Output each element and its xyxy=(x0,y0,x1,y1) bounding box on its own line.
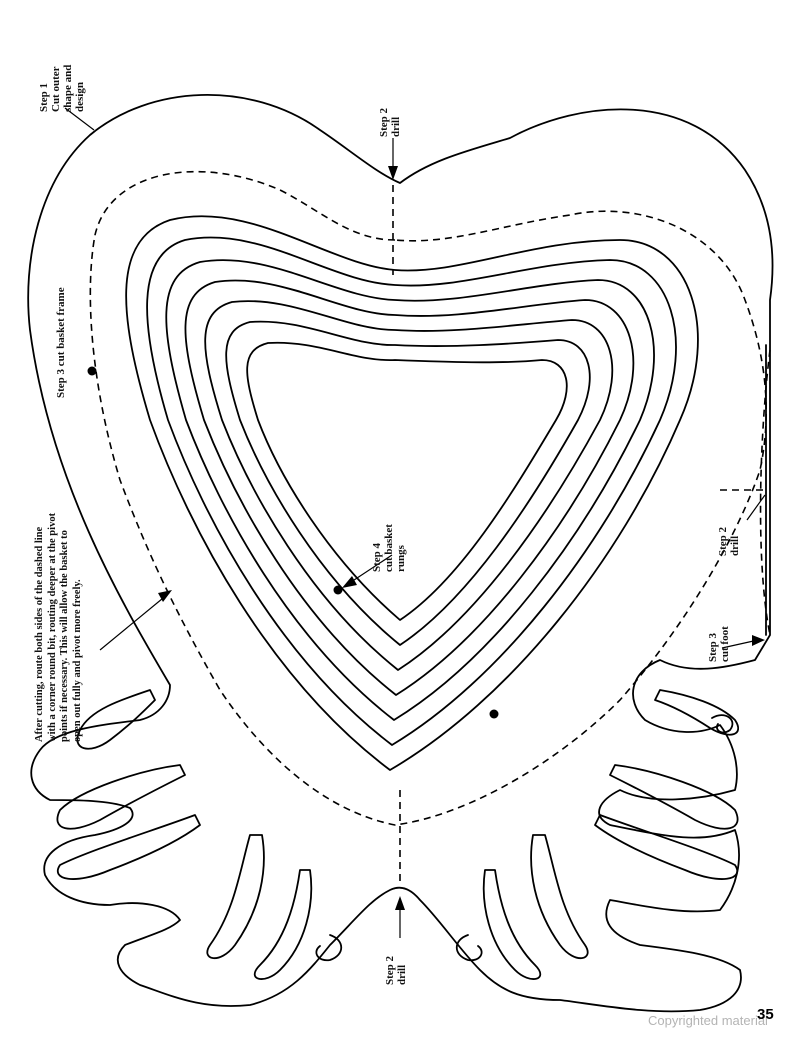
step1-leader xyxy=(64,107,95,131)
left-scroll-cutouts xyxy=(56,689,343,980)
right-scroll-cut xyxy=(609,764,739,830)
right-scroll-cutouts xyxy=(455,689,740,980)
left-scroll-cut xyxy=(56,764,186,830)
right-scroll-cut xyxy=(530,834,589,960)
copyright-watermark: Copyrighted material xyxy=(648,1013,768,1028)
left-scroll-cut xyxy=(253,869,313,980)
rung-end-dot xyxy=(489,709,499,719)
basket-rungs xyxy=(125,215,699,771)
left-scroll-cut xyxy=(76,689,156,750)
frame-start-dot xyxy=(87,366,97,376)
outer-cut-line xyxy=(27,94,774,1013)
routing-note-arrow xyxy=(99,593,169,651)
step2-top-label: Step 2 drill xyxy=(378,107,402,137)
step4-arrow xyxy=(347,554,393,585)
step3-foot-label: Step 3 cut foot xyxy=(707,626,731,662)
right-scroll-cut xyxy=(594,814,738,880)
rung-3 xyxy=(165,259,655,721)
basket-frame-dashed-line xyxy=(89,170,768,826)
step2-right-arrow xyxy=(746,494,766,521)
page-number: 35 xyxy=(757,1006,774,1023)
routing-note: After cutting, route both sides of the d… xyxy=(34,512,83,742)
step3-frame-label: Step 3 cut basket frame xyxy=(55,287,67,398)
step4-label: Step 4 cut basket rungs xyxy=(371,524,407,572)
right-scroll-curl xyxy=(711,714,734,734)
step1-label: Step 1 Cut outer shape and design xyxy=(38,64,86,112)
step2-right-label: Step 2 drill xyxy=(717,526,741,556)
rung-4 xyxy=(184,279,635,696)
rung-7 xyxy=(246,341,568,621)
rung-2 xyxy=(146,236,677,746)
rung-6 xyxy=(225,320,591,646)
right-scroll-cut xyxy=(654,689,740,736)
routing-note-arrowhead xyxy=(158,590,172,602)
leader-lines xyxy=(64,107,766,938)
left-scroll-curl xyxy=(315,934,343,962)
step2-bottom-arrowhead xyxy=(395,896,405,910)
right-scroll-curl xyxy=(455,934,483,962)
rung-start-dot xyxy=(333,585,343,595)
rung-5 xyxy=(204,300,614,671)
rung-1 xyxy=(125,215,699,771)
right-scroll-cut xyxy=(482,869,542,980)
step2-bottom-label: Step 2 drill xyxy=(384,955,408,985)
step3-foot-arrowhead xyxy=(752,635,765,646)
left-scroll-cut xyxy=(206,834,265,960)
step2-top-arrowhead xyxy=(388,166,398,180)
step4-arrowhead xyxy=(342,576,357,588)
left-scroll-cut xyxy=(57,814,201,880)
